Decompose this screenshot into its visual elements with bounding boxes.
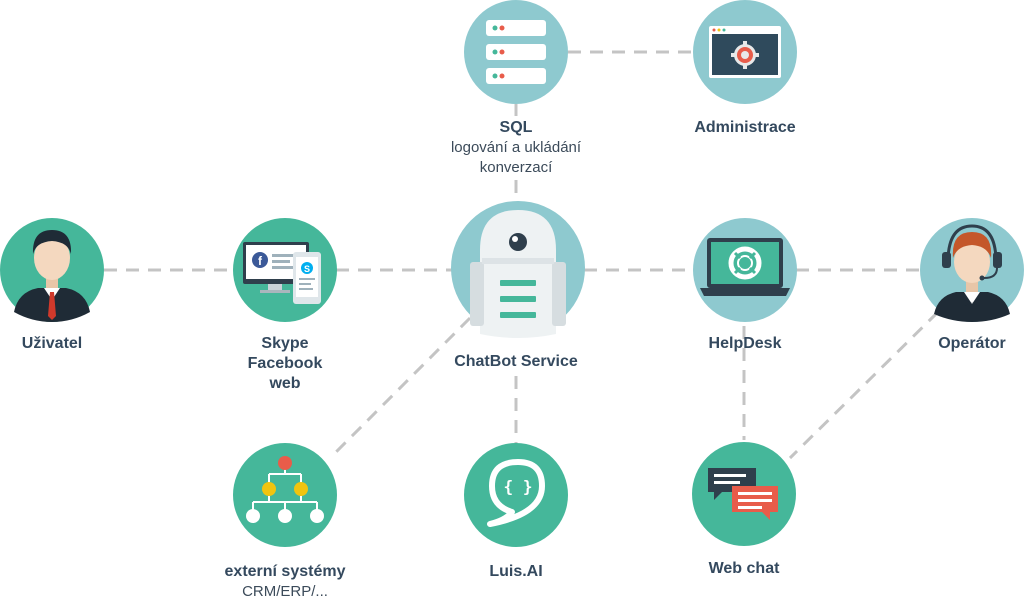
robot-icon bbox=[470, 210, 566, 338]
laptop-lifebuoy-icon bbox=[700, 238, 790, 296]
operator-title: Operátor bbox=[938, 335, 1006, 352]
external-subtitle: CRM/ERP/... bbox=[242, 583, 328, 600]
luis-logo-icon: { } bbox=[487, 459, 545, 527]
devices-social-icon: f S bbox=[243, 242, 321, 304]
admin-node bbox=[693, 0, 797, 104]
channels-line3: web bbox=[269, 375, 301, 392]
luis-node: { } bbox=[464, 443, 568, 547]
connectors bbox=[104, 50, 940, 460]
chat-bubbles-icon bbox=[708, 468, 778, 520]
channels-line1: Skype bbox=[261, 335, 309, 352]
server-stack-icon bbox=[486, 20, 546, 84]
businessman-icon bbox=[14, 230, 90, 322]
org-tree-nodes bbox=[246, 456, 324, 523]
operator-node bbox=[920, 218, 1024, 322]
org-tree-icon bbox=[252, 464, 318, 510]
sql-title: SQL bbox=[499, 119, 533, 136]
external-title: externí systémy bbox=[224, 563, 346, 580]
helpdesk-title: HelpDesk bbox=[708, 335, 782, 352]
luis-title: Luis.AI bbox=[489, 563, 543, 580]
helpdesk-node bbox=[693, 218, 797, 322]
chatbot-node bbox=[451, 201, 585, 338]
sql-subtitle-line2: konverzací bbox=[479, 159, 553, 176]
user-node bbox=[0, 218, 104, 322]
channels-node: f S bbox=[233, 218, 337, 322]
sql-subtitle-line1: logování a ukládání bbox=[450, 139, 582, 156]
channels-line2: Facebook bbox=[247, 355, 323, 372]
admin-title: Administrace bbox=[694, 119, 796, 136]
svg-text:S: S bbox=[304, 264, 310, 274]
browser-gear-icon bbox=[709, 26, 781, 78]
user-title: Uživatel bbox=[21, 335, 83, 352]
svg-text:f: f bbox=[258, 254, 263, 268]
svg-text:{ }: { } bbox=[504, 477, 533, 496]
connector-chatbot-external bbox=[328, 316, 472, 460]
webchat-node bbox=[692, 442, 796, 546]
headset-operator-icon bbox=[934, 224, 1010, 322]
webchat-title: Web chat bbox=[708, 560, 780, 577]
external-node bbox=[233, 443, 337, 547]
chatbot-title: ChatBot Service bbox=[454, 353, 578, 370]
connector-operator-webchat bbox=[788, 310, 940, 460]
sql-node bbox=[464, 0, 568, 104]
